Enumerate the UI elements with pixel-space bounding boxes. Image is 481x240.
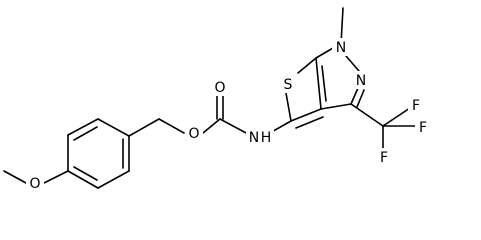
fluorine-1-label: F	[412, 98, 420, 114]
bond-pz-n2-c3-inner	[356, 89, 365, 108]
bond-set	[3, 7, 416, 189]
bond-th-a	[290, 108, 322, 122]
bond-pz-c3-c3a	[320, 103, 352, 110]
bond-th-fused	[315, 57, 322, 110]
thiophene-sulfur-label: S	[284, 77, 293, 93]
bond-pz-n2-c3	[350, 87, 359, 105]
bond-c3-cf3	[350, 103, 384, 127]
methoxy-oxygen-label: O	[29, 176, 40, 192]
amide-hydrogen-label: H	[261, 130, 272, 146]
fluorine-2-label: F	[419, 120, 427, 136]
carbonyl-oxygen-label: O	[214, 80, 225, 96]
bond-o-carbonyl	[202, 118, 221, 134]
bond-benz-5	[97, 170, 130, 189]
bond-carbonyl-n	[219, 118, 249, 135]
bond-benz-6	[67, 170, 99, 189]
amide-nitrogen-label: N	[249, 130, 259, 146]
bond-cf3-f1	[382, 107, 411, 127]
bond-pz-n1	[315, 47, 334, 59]
molecule-structure: O O O N H S N N F F F	[3, 7, 431, 192]
bond-benz-3	[97, 118, 130, 137]
bond-pz-fused-inner	[321, 65, 327, 102]
bond-ring-ch2	[128, 118, 160, 137]
bond-methyl-o	[3, 170, 27, 184]
bond-benz-inner-c	[73, 166, 98, 181]
structure-canvas: O O O N H S N N F F F	[3, 7, 431, 192]
bond-benz-2	[67, 118, 99, 136]
bond-th-s2	[297, 57, 317, 74]
fluorine-3-label: F	[380, 150, 388, 166]
pyrazole-n1-label: N	[336, 40, 346, 56]
bond-benz-inner-a	[73, 126, 98, 141]
pyrazole-n2-label: N	[356, 73, 366, 89]
bond-ch2-o	[158, 118, 185, 134]
bond-o-ring	[43, 170, 69, 184]
bond-pz-n1-n2	[345, 55, 360, 72]
ester-oxygen-label: O	[188, 126, 199, 142]
bond-th-a-inner	[295, 116, 324, 129]
atom-label-set: O O O N H S N N F F F	[26, 38, 431, 192]
bond-th-s1	[285, 92, 292, 122]
